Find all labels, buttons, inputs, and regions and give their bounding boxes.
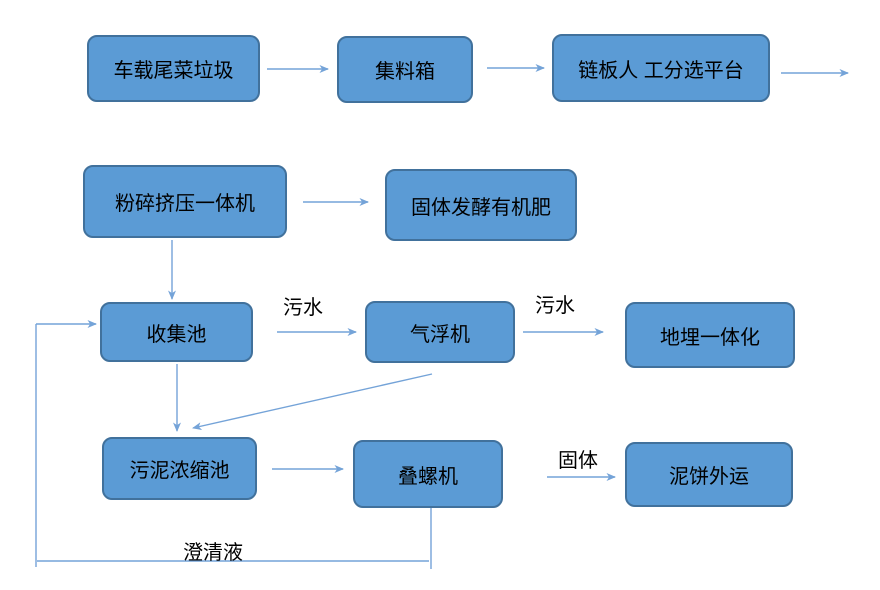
node-sorting-platform: 链板人 工分选平台 <box>552 34 770 102</box>
arrow-flotation-to-sludgepool <box>192 373 433 431</box>
node-collection-bin: 集料箱 <box>337 36 473 103</box>
node-underground-unit: 地埋一体化 <box>625 302 795 368</box>
node-mudcake-out: 泥饼外运 <box>625 442 793 507</box>
node-organic-fertilizer: 固体发酵有机肥 <box>385 169 577 241</box>
edge-label-clarified-liquid: 澄清液 <box>183 542 243 564</box>
node-collection-pool: 收集池 <box>100 302 253 362</box>
node-truck-waste: 车载尾菜垃圾 <box>87 35 260 102</box>
node-air-flotation: 气浮机 <box>365 301 515 363</box>
edge-label-sewage-1: 污水 <box>283 297 323 319</box>
edge-label-solid: 固体 <box>558 450 598 472</box>
node-screw-press: 叠螺机 <box>353 440 503 508</box>
edge-label-sewage-2: 污水 <box>535 295 575 317</box>
node-crusher-press: 粉碎挤压一体机 <box>83 165 287 238</box>
node-sludge-thickening-pool: 污泥浓缩池 <box>102 437 257 500</box>
